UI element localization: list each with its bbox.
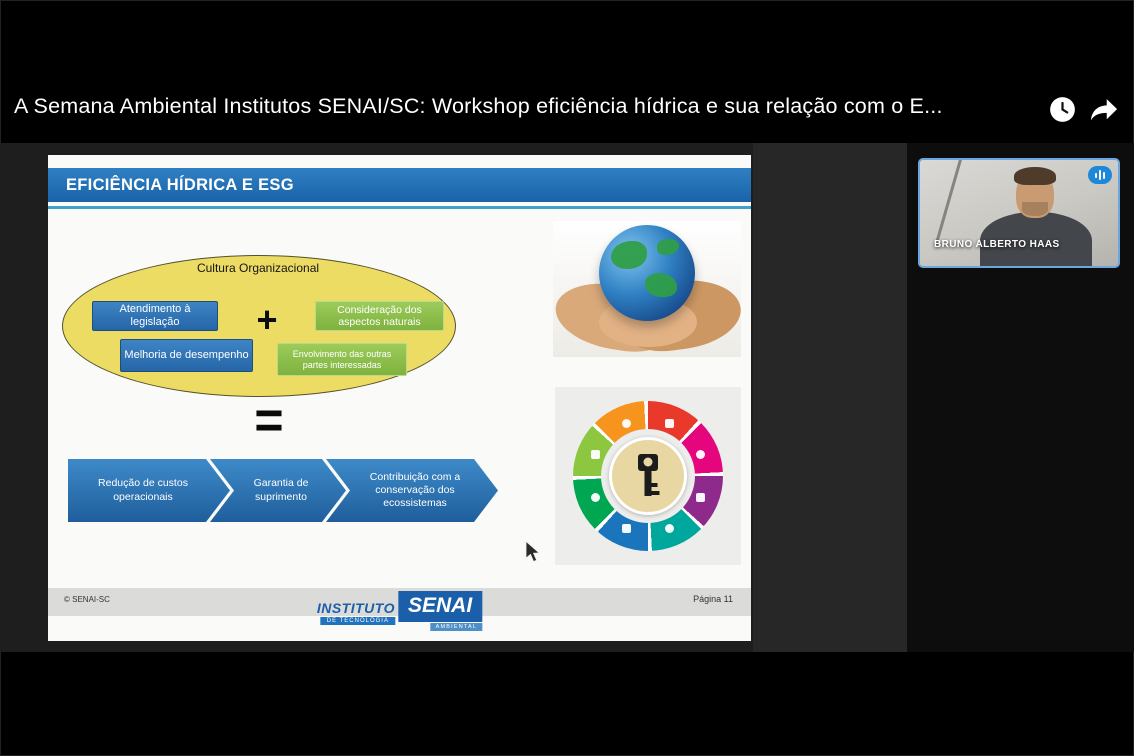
box-atendimento-legislacao: Atendimento à legislação	[92, 301, 218, 331]
process-arrow-1: Redução de custos operacionais	[68, 459, 230, 522]
share-icon[interactable]	[1089, 98, 1119, 122]
continent-shape	[657, 239, 679, 255]
video-title[interactable]: A Semana Ambiental Institutos SENAI/SC: …	[14, 94, 943, 118]
header-accent-line	[48, 206, 751, 209]
key-icon	[609, 437, 687, 515]
participant-video: BRUNO ALBERTO HAAS	[918, 158, 1120, 268]
house-investment-icon	[665, 524, 674, 533]
participant-name: BRUNO ALBERTO HAAS	[934, 239, 1060, 250]
presentation-slide: EFICIÊNCIA HÍDRICA E ESG Cultura Organiz…	[48, 155, 751, 641]
video-content[interactable]: EFICIÊNCIA HÍDRICA E ESG Cultura Organiz…	[0, 143, 1134, 652]
copyright-text: © SENAI-SC	[64, 595, 110, 604]
senai-logo: INSTITUTO DE TECNOLOGIA SENAI AMBIENTAL	[316, 591, 483, 631]
process-arrow-2: Garantia de suprimento	[210, 459, 346, 522]
esg-wheel-image	[555, 387, 741, 565]
earth-hands-image	[553, 221, 741, 357]
equals-sign: =	[254, 390, 284, 450]
culture-title: Cultura Organizacional	[196, 261, 320, 275]
plus-sign: +	[256, 299, 278, 340]
smart-home-icon	[591, 450, 600, 459]
slide-title: EFICIÊNCIA HÍDRICA E ESG	[66, 175, 294, 194]
logo-unit-text: AMBIENTAL	[430, 623, 483, 631]
slide-title-bar: EFICIÊNCIA HÍDRICA E ESG	[48, 168, 751, 202]
home-icon	[665, 419, 674, 428]
page-number: Página 11	[693, 594, 733, 604]
person-silhouette	[980, 212, 1092, 266]
background-wall-edge	[934, 160, 965, 247]
watch-later-icon[interactable]	[1049, 96, 1076, 123]
box-envolvimento-partes: Envolvimento das outras partes interessa…	[277, 343, 407, 376]
process-arrow-3: Contribuição com a conservação dos ecoss…	[326, 459, 498, 522]
process-arrows: Redução de custos operacionais Garantia …	[68, 459, 498, 522]
logo-subtitle-text: DE TECNOLOGIA	[320, 617, 395, 625]
continent-shape	[611, 241, 647, 269]
box-consideracao-aspectos: Consideração dos aspectos naturais	[315, 301, 444, 331]
people-icon	[622, 524, 631, 533]
box-melhoria-desempenho: Melhoria de desempenho	[120, 339, 253, 372]
person-beard	[1022, 202, 1048, 216]
building-icon	[696, 493, 705, 502]
vehicle-icon	[591, 493, 600, 502]
meeting-panel-strip	[753, 143, 907, 652]
earth-globe	[599, 225, 695, 321]
logo-institute-text: INSTITUTO	[316, 600, 395, 616]
audio-indicator-icon	[1088, 166, 1112, 184]
mouse-cursor	[525, 539, 543, 569]
handshake-icon	[696, 450, 705, 459]
growth-chart-icon	[622, 419, 631, 428]
esg-wheel	[573, 401, 723, 551]
continent-shape	[645, 273, 677, 297]
logo-brand-text: SENAI	[397, 591, 483, 622]
person-hair	[1014, 167, 1056, 185]
